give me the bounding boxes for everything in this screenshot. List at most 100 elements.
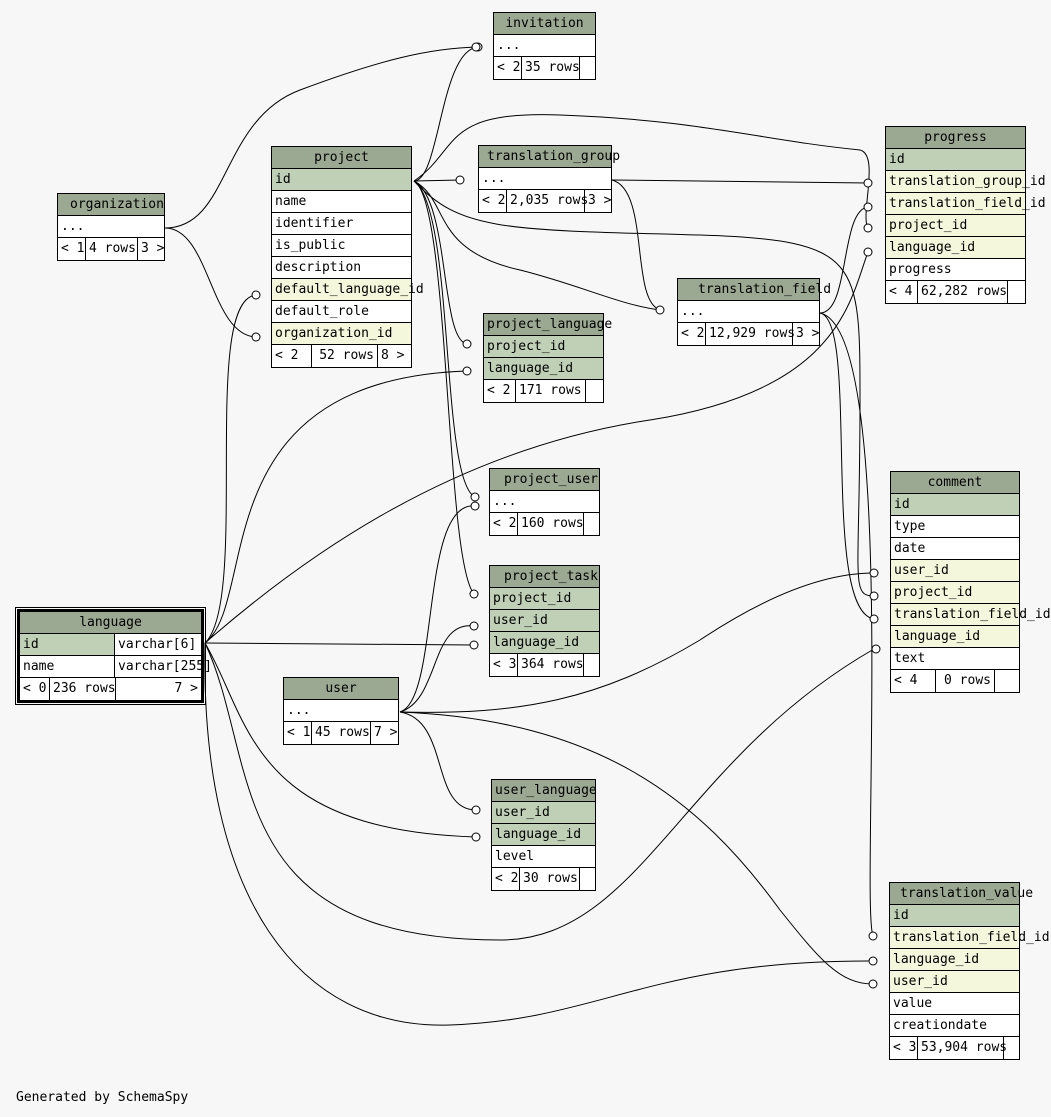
table-header[interactable]: progress (886, 127, 1025, 149)
parents-count[interactable]: < 1 (58, 238, 86, 260)
children-count[interactable]: 8 > (381, 348, 405, 363)
parents-count[interactable]: < 3 (890, 1037, 918, 1059)
table-organization[interactable]: organization ... < 1 4 rows 3 > (57, 193, 165, 261)
column-name: language_id (889, 240, 976, 255)
children-count[interactable] (995, 670, 1019, 692)
edge-project-translation-field (413, 180, 661, 311)
edge-language-translation-value (204, 642, 874, 1026)
table-header[interactable]: user_language (492, 780, 597, 802)
parents-count[interactable]: < 1 (284, 722, 312, 744)
table-header[interactable]: project_task (490, 566, 599, 588)
column-name: id (889, 152, 905, 167)
table-header[interactable]: user (284, 678, 398, 700)
table-row: default_role (272, 301, 411, 323)
table-header[interactable]: organization (58, 194, 164, 216)
parents-count[interactable]: < 4 (891, 670, 936, 692)
column-name: ... (287, 703, 311, 718)
table-header[interactable]: translation_field (678, 279, 831, 301)
table-translation-field[interactable]: translation_field ... < 2 12,929 rows 3 … (677, 278, 831, 346)
children-count[interactable] (584, 513, 599, 535)
table-header[interactable]: translation_group (479, 146, 620, 168)
column-name: date (894, 541, 926, 556)
children-count[interactable]: 7 > (374, 725, 398, 740)
table-row: user_id (490, 610, 599, 632)
children-count[interactable]: 3 > (141, 241, 165, 256)
table-row: user_id (891, 560, 1019, 582)
children-count[interactable] (1008, 281, 1025, 303)
table-name: progress (924, 130, 987, 145)
edge-language-user-language (204, 642, 477, 838)
edge-project-project-user (413, 180, 476, 498)
table-header[interactable]: language (20, 612, 201, 634)
table-name: project_user (504, 472, 598, 487)
children-count[interactable] (584, 654, 599, 676)
table-header[interactable]: invitation (494, 13, 595, 35)
parents-count[interactable]: < 4 (886, 281, 918, 303)
table-header[interactable]: project (272, 147, 411, 169)
parents-count[interactable]: < 0 (20, 678, 50, 700)
column-name: project_id (894, 585, 973, 600)
children-count[interactable] (580, 868, 595, 890)
table-row: user_id (492, 802, 595, 824)
parents-count[interactable]: < 2 (678, 323, 706, 345)
table-row: text (891, 648, 1019, 670)
parents-count[interactable]: < 2 (490, 513, 518, 535)
parents-count[interactable]: < 2 (272, 345, 312, 367)
table-row: language_id (484, 358, 603, 380)
table-row: progress (886, 259, 1025, 281)
table-header[interactable]: project_user (490, 469, 599, 491)
table-project-language[interactable]: project_language project_id language_id … (483, 313, 612, 403)
children-count[interactable]: 3 > (796, 326, 820, 341)
table-translation-group[interactable]: translation_group ... < 2 2,035 rows 3 > (478, 145, 620, 213)
table-row: project_id (886, 215, 1025, 237)
table-header[interactable]: comment (891, 472, 1019, 494)
children-count[interactable] (586, 380, 603, 402)
table-footer: < 1 4 rows 3 > (58, 238, 164, 260)
table-row: level (492, 846, 595, 868)
table-comment[interactable]: comment id type date user_id project_id … (890, 471, 1051, 693)
children-count[interactable]: 3 > (588, 193, 612, 208)
edge-project-translation-group (413, 179, 462, 182)
column-name: organization_id (275, 326, 393, 341)
table-translation-value[interactable]: translation_value id translation_field_i… (889, 882, 1050, 1060)
table-project[interactable]: project id name identifier is_public des… (271, 146, 424, 368)
parents-count[interactable]: < 2 (492, 868, 520, 890)
parents-count[interactable]: < 2 (479, 190, 507, 212)
table-header[interactable]: project_language (484, 314, 612, 336)
table-row: language_id (891, 626, 1019, 648)
table-footer: < 2 12,929 rows 3 > (678, 323, 819, 345)
column-name: language_id (495, 827, 582, 842)
children-count[interactable] (1004, 1037, 1019, 1059)
edge-translation-field-translation-value (819, 312, 874, 937)
parents-count[interactable]: < 2 (494, 57, 522, 79)
row-count: 12,929 rows (706, 323, 795, 345)
table-row: description (272, 257, 411, 279)
table-header[interactable]: translation_value (890, 883, 1033, 905)
column-name: ... (681, 304, 705, 319)
parents-count[interactable]: < 3 (490, 654, 518, 676)
column-name: translation_group_id (889, 174, 1046, 189)
edge-language-progress (204, 251, 869, 644)
table-user-language[interactable]: user_language user_id language_id level … (491, 779, 597, 891)
children-count[interactable] (580, 57, 595, 79)
column-name: id (20, 634, 115, 655)
parents-count[interactable]: < 2 (484, 380, 516, 402)
children-count[interactable]: 7 > (174, 681, 198, 696)
column-name: translation_field_id (889, 196, 1046, 211)
table-project-user[interactable]: project_user ... < 2 160 rows (489, 468, 600, 536)
table-user[interactable]: user ... < 1 45 rows 7 > (283, 677, 399, 745)
table-footer: < 0 236 rows 7 > (20, 678, 201, 700)
column-name: user_id (893, 974, 948, 989)
table-project-task[interactable]: project_task project_id user_id language… (489, 565, 600, 677)
column-name: language_id (893, 952, 980, 967)
table-name: language (79, 615, 142, 630)
column-name: identifier (275, 216, 354, 231)
table-progress[interactable]: progress id translation_group_id transla… (885, 126, 1046, 304)
column-name: creationdate (893, 1018, 987, 1033)
table-invitation[interactable]: invitation ... < 2 35 rows (493, 12, 596, 80)
table-name: organization (70, 197, 164, 212)
table-row: creationdate (890, 1015, 1019, 1037)
row-count: 45 rows (312, 722, 371, 744)
table-row: id (272, 169, 411, 191)
